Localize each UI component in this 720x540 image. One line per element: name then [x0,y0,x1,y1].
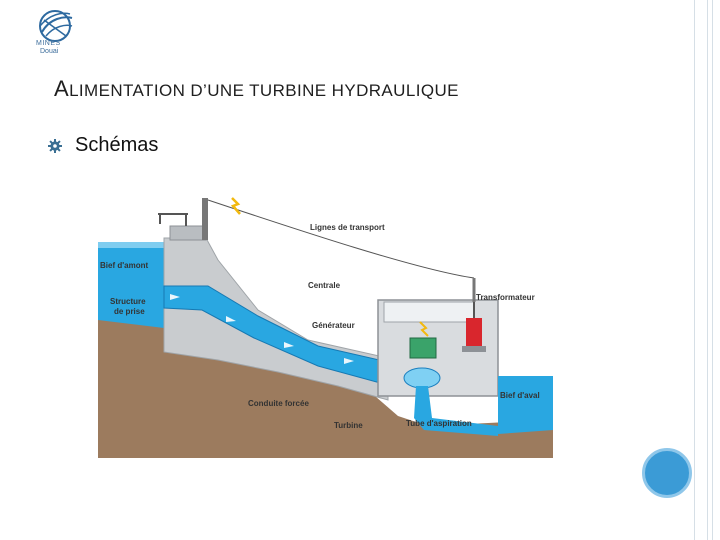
bullet-text: Schémas [75,134,159,156]
lightning-icon [230,197,241,215]
hydro-plant-diagram: Lignes de transport Bief d'amont Structu… [98,190,553,458]
transformer [466,318,482,346]
draft-tube [414,386,498,436]
downstream-water [498,376,553,434]
powerhouse-roof-window [383,301,475,323]
label-de-prise: de prise [114,307,145,316]
label-bief-amont: Bief d'amont [100,261,148,270]
logo-text-mines: MINES [36,40,61,47]
label-generateur: Générateur [312,321,355,330]
label-bief-aval: Bief d'aval [500,391,540,400]
reservoir-surface [98,242,164,248]
dam-crest-building [169,225,207,241]
label-transformateur: Transformateur [476,293,535,302]
transmission-line [207,199,475,279]
label-conduite-forcee: Conduite forcée [248,399,309,408]
title-first-letter: A [54,76,70,101]
slide-title: ALIMENTATION D’UNE TURBINE HYDRAULIQUE [54,76,459,102]
crane [158,213,188,226]
label-structure: Structure [110,297,146,306]
slide-border-right [694,0,708,540]
label-turbine: Turbine [334,421,363,430]
gear-icon [48,138,62,153]
title-rest: LIMENTATION D’UNE TURBINE HYDRAULIQUE [69,81,459,100]
flow-arrows [170,294,354,364]
transmission-tower-left [202,198,208,240]
label-centrale: Centrale [308,281,341,290]
label-tube-aspiration: Tube d'aspiration [406,419,472,428]
logo-text-douai: Douai [40,48,59,55]
transformer-base [462,346,486,352]
decorative-circle [642,448,692,498]
turbine [403,367,441,389]
upstream-reservoir [98,242,164,328]
lightning-generator-icon [419,321,429,337]
bullet-item: Schémas [48,134,158,157]
logo-emblem [39,10,73,42]
slide-border-right-inner [712,0,716,540]
generator [409,337,437,359]
label-lignes-de-transport: Lignes de transport [310,223,385,232]
